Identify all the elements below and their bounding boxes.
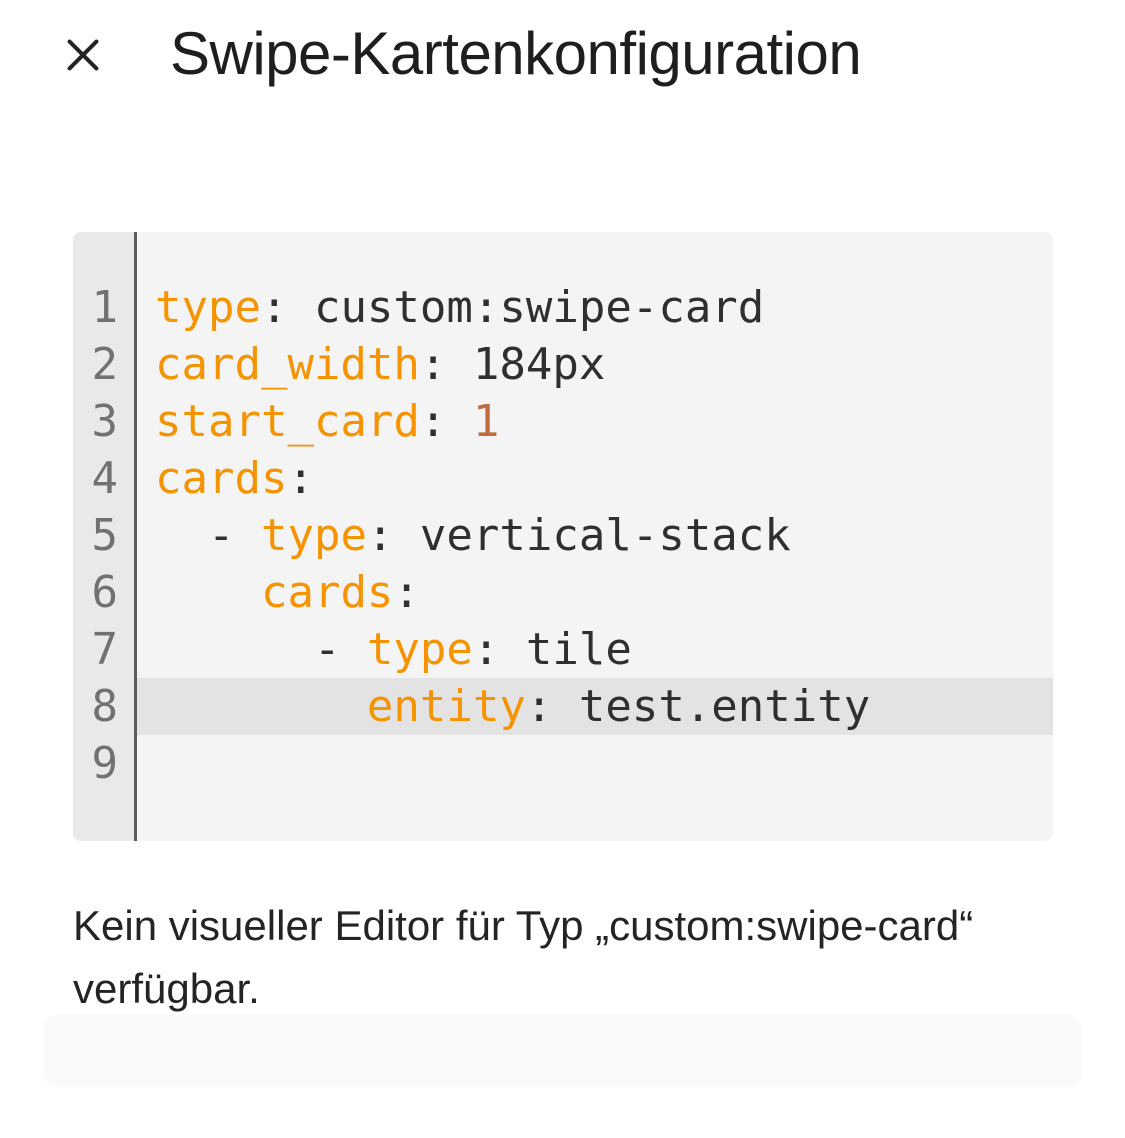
- line-number: 6: [91, 567, 119, 618]
- token-txt: : tile: [472, 624, 632, 675]
- footer-panel: [44, 1015, 1082, 1087]
- code-line: - type: tile: [137, 621, 1053, 678]
- token-txt: : vertical-stack: [366, 510, 791, 561]
- line-number: 4: [91, 453, 119, 504]
- token-txt: [155, 567, 261, 618]
- code-line: card_width: 184px: [137, 336, 1053, 393]
- line-number: 1: [91, 282, 119, 333]
- gutter-divider: [134, 232, 137, 841]
- close-icon: [67, 39, 99, 71]
- dialog-title: Swipe-Kartenkonfiguration: [170, 20, 862, 87]
- token-key: card_width: [155, 339, 420, 390]
- token-txt: : 184px: [419, 339, 606, 390]
- token-key: cards: [260, 567, 394, 618]
- token-key: start_card: [155, 396, 420, 447]
- token-key: type: [155, 282, 261, 333]
- message-line-1: Kein visueller Editor für Typ „custom:sw…: [73, 902, 974, 949]
- code-line: type: custom:swipe-card: [137, 279, 1053, 336]
- code-line: - type: vertical-stack: [137, 507, 1053, 564]
- token-txt: :: [419, 396, 473, 447]
- code-line-active: entity: test.entity: [137, 678, 1053, 735]
- line-number: 3: [91, 396, 119, 447]
- code-line: cards:: [137, 564, 1053, 621]
- line-number: 5: [91, 510, 119, 561]
- token-key: type: [260, 510, 367, 561]
- token-txt: : custom:swipe-card: [260, 282, 765, 333]
- token-key: entity: [366, 681, 526, 732]
- token-txt: :: [287, 453, 314, 504]
- token-txt: :: [393, 567, 420, 618]
- message-line-2: verfügbar.: [73, 965, 260, 1012]
- line-number: 7: [91, 624, 119, 675]
- close-button[interactable]: [50, 22, 116, 88]
- code-line: start_card: 1: [137, 393, 1053, 450]
- token-key: type: [366, 624, 473, 675]
- token-num: 1: [472, 396, 500, 447]
- line-number: 8: [91, 681, 119, 732]
- code-line: cards:: [137, 450, 1053, 507]
- line-number: 9: [91, 738, 119, 789]
- no-editor-message: Kein visueller Editor für Typ „custom:sw…: [73, 894, 1073, 1020]
- token-txt: -: [155, 624, 367, 675]
- editor-gutter: 1 2 3 4 5 6 7 8 9: [73, 232, 134, 841]
- token-key: cards: [155, 453, 288, 504]
- line-number: 2: [91, 339, 119, 390]
- code-line: [137, 735, 1053, 792]
- token-txt: : test.entity: [525, 681, 871, 732]
- token-txt: -: [155, 510, 261, 561]
- token-txt: [155, 681, 367, 732]
